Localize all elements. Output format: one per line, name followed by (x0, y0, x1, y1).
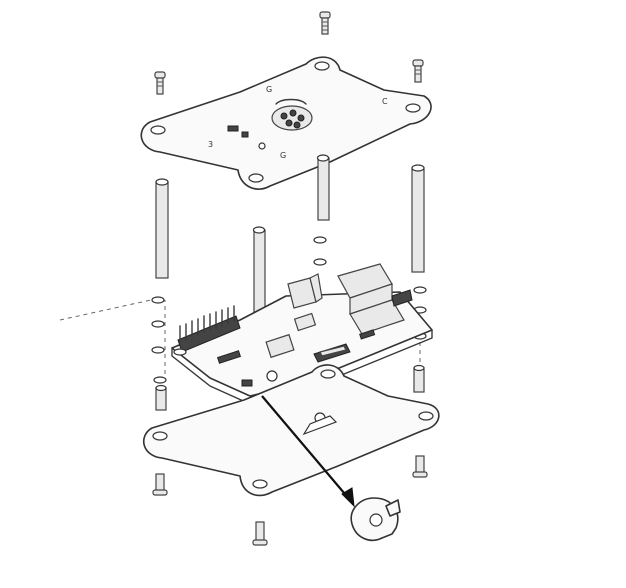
usb-stack (349, 289, 413, 335)
csi-connector (216, 350, 242, 364)
board-mount-hole (173, 348, 187, 356)
top-plate: G C 3 G (140, 56, 432, 190)
raspberry-pi-logo (271, 98, 313, 131)
screw-top-left (154, 71, 166, 95)
micro-usb (241, 379, 253, 387)
gpio-header (177, 305, 241, 353)
svg-text:G: G (266, 85, 272, 94)
screw-top-center (319, 11, 331, 35)
soc-chip (265, 333, 295, 359)
top-plate-markings: G C 3 G (208, 85, 388, 160)
svg-text:C: C (382, 97, 388, 106)
usb-controller-chip (293, 312, 317, 332)
svg-text:G: G (280, 151, 286, 160)
standoff-right (411, 164, 425, 273)
keyhole-slot (302, 412, 338, 436)
usb-ports (287, 273, 323, 309)
short-standoff-left (155, 384, 167, 411)
standoff-left (155, 178, 169, 279)
hdmi-port (313, 343, 351, 363)
screw-bottom-center (252, 521, 268, 546)
ethernet-port (337, 263, 393, 315)
standoff-center-back (316, 154, 330, 221)
screw-bottom-right (412, 455, 428, 478)
detail-clip (350, 497, 401, 542)
short-standoff-right (413, 364, 425, 393)
screw-bottom-left (152, 473, 168, 496)
circuit-board (171, 263, 433, 405)
audio-jack (266, 370, 278, 382)
dsi-connector (359, 329, 376, 340)
screw-top-right (412, 59, 424, 83)
detail-callout-arrow (261, 395, 355, 508)
svg-text:3: 3 (208, 140, 213, 149)
